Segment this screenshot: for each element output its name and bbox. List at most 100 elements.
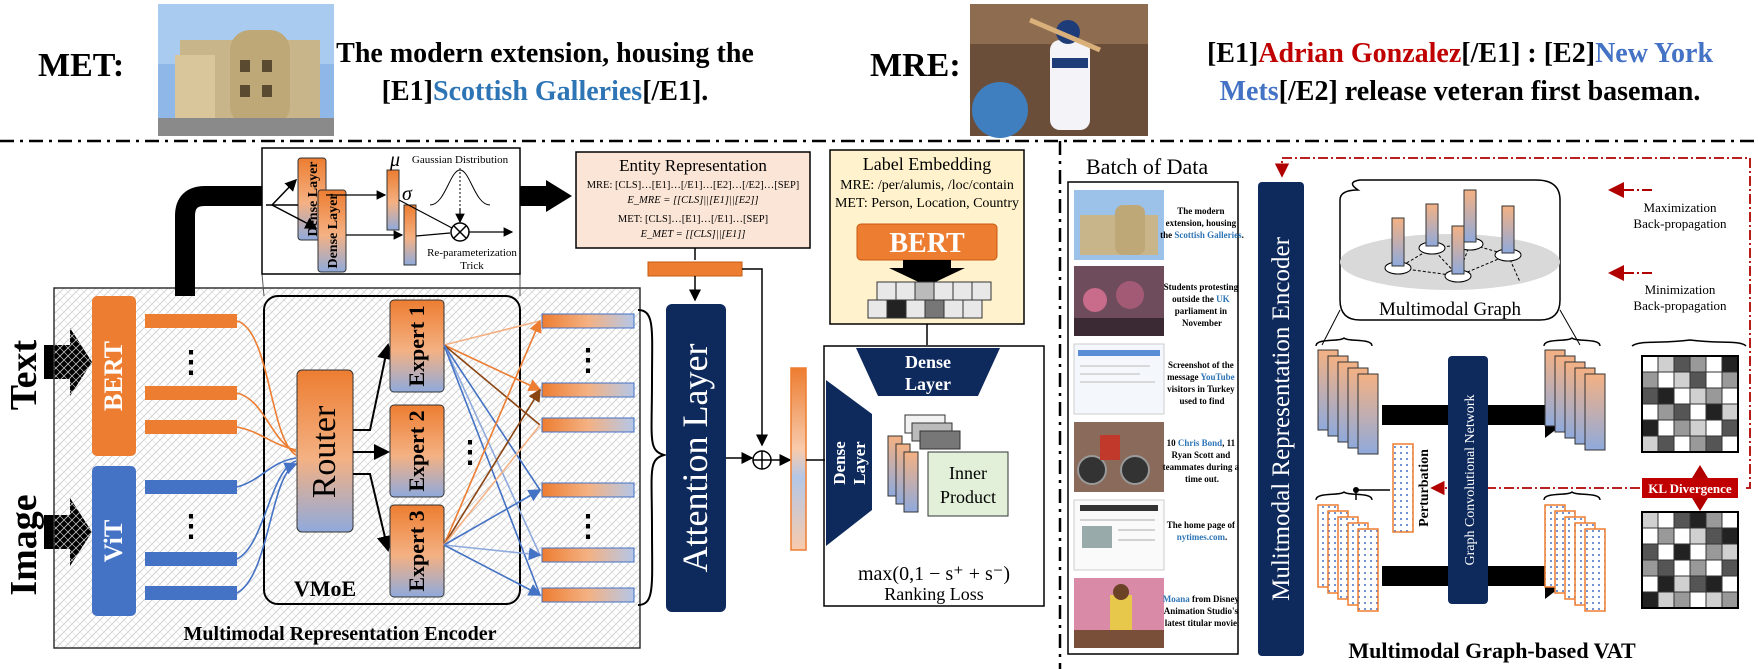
node-features-stack-top — [1315, 336, 1379, 455]
svg-text:Dense Layer: Dense Layer — [326, 193, 341, 268]
mre-sentence-line1: [E1]Adrian Gonzalez[/E1] : [E2]New York — [1207, 38, 1713, 69]
text-token-bars: ⋮ — [145, 314, 237, 434]
label-embedding-box: Label Embedding MRE: /per/alumis, /loc/c… — [829, 149, 1025, 325]
gcn-block — [1448, 356, 1488, 604]
matrix-cell — [1641, 575, 1659, 593]
matrix-cell — [1657, 403, 1675, 421]
bert-encoder-block — [92, 296, 136, 456]
matrix-cell — [1705, 355, 1723, 373]
matrix-cell — [1641, 387, 1659, 405]
svg-text:Multimodal Graph: Multimodal Graph — [1379, 299, 1521, 320]
ranking-loss-box: Dense Layer Dense Layer Inner Product ma… — [823, 345, 1045, 607]
matrix-cell — [1641, 527, 1659, 545]
matrix-cell — [1641, 543, 1659, 561]
matrix-cell — [1689, 355, 1707, 373]
batch-item-6: Moana from Disney Animation Studio's lat… — [1074, 578, 1240, 648]
svg-text:MRE: /per/alumis, /loc/contain: MRE: /per/alumis, /loc/contain — [840, 178, 1014, 193]
expert-output-lines — [443, 319, 542, 596]
kl-divergence-label: KL Divergence — [1648, 481, 1732, 496]
dense-layer-top — [856, 348, 1000, 396]
vit-encoder-block — [92, 466, 136, 616]
dense-layer-b — [317, 189, 347, 273]
met-sentence-line1: The modern extension, housing the — [336, 38, 754, 69]
probability-matrix-bottom — [1641, 511, 1739, 609]
matrix-cell — [1673, 543, 1691, 561]
matrix-cell — [1689, 387, 1707, 405]
svg-text:MET: [CLS]…[E1]…[/E1]…[SEP]: MET: [CLS]…[E1]…[/E1]…[SEP] — [618, 214, 768, 225]
matrix-cell — [1721, 387, 1739, 405]
matrix-cell — [1721, 435, 1739, 453]
expert-3-block: Expert 3 — [389, 504, 445, 598]
svg-text:Minimization: Minimization — [1645, 282, 1716, 297]
mre-example: MRE: [E1]Adrian Gonzalez[/E1] : [E2]New … — [870, 4, 1713, 138]
svg-text:MRE: [CLS]…[E1]…[/E1]…[E2]…[/E: MRE: [CLS]…[E1]…[/E1]…[E2]…[/E2]…[SEP] — [587, 180, 800, 191]
svg-text:E_MET = [[CLS]||[E1]]: E_MET = [[CLS]||[E1]] — [640, 229, 746, 240]
image-token-bars: ⋮ — [145, 480, 237, 600]
batch-item-2: Students protesting outside the UK parli… — [1074, 266, 1241, 336]
image-modality-label: Image — [3, 494, 45, 595]
svg-text:Product: Product — [940, 487, 996, 507]
matrix-cell — [1705, 591, 1723, 609]
svg-text:BERT: BERT — [889, 228, 965, 259]
svg-text:Inner: Inner — [949, 463, 987, 483]
matrix-cell — [1689, 591, 1707, 609]
matrix-cell — [1657, 543, 1675, 561]
svg-text:MET: Person, Location, Country: MET: Person, Location, Country — [835, 196, 1019, 211]
sigma-vector — [403, 204, 417, 266]
svg-text:Perturbation: Perturbation — [1417, 449, 1432, 527]
svg-text:Gaussian Distribution: Gaussian Distribution — [412, 154, 509, 166]
matrix-cell — [1721, 575, 1739, 593]
matrix-cell — [1705, 559, 1723, 577]
multimodal-encoder-caption: Multimodal Representation Encoder — [184, 623, 497, 645]
svg-text:Expert 3: Expert 3 — [404, 510, 429, 591]
vat-caption: Multimodal Graph-based VAT — [1348, 638, 1636, 663]
matrix-cell — [1721, 559, 1739, 577]
matrix-cell — [1689, 543, 1707, 561]
mre-label: MRE: — [870, 47, 961, 84]
svg-text:Expert 1: Expert 1 — [404, 305, 429, 386]
batch-title: Batch of Data — [1086, 154, 1208, 179]
multimodal-encoder-vertical — [1258, 182, 1304, 656]
svg-text:Trick: Trick — [460, 260, 484, 272]
expert-2-block: Expert 2 — [389, 404, 445, 498]
multimodal-encoder-vertical-label: Mulitmodal Representation Encoder — [1268, 236, 1295, 600]
matrix-cell — [1657, 559, 1675, 577]
svg-text:Back-propagation: Back-propagation — [1633, 216, 1727, 231]
matrix-cell — [1689, 575, 1707, 593]
matrix-cell — [1705, 387, 1723, 405]
matrix-cell — [1689, 435, 1707, 453]
fused-tokens-brace — [637, 309, 668, 606]
matrix-cell — [1641, 559, 1659, 577]
matrix-cell — [1641, 435, 1659, 453]
matrix-cell — [1721, 527, 1739, 545]
expert-ellipsis: ⋮ — [455, 436, 485, 469]
matrix-cell — [1657, 419, 1675, 437]
mre-sentence-line2: Mets[/E2] release veteran first baseman. — [1220, 76, 1701, 107]
svg-text:10 Chris Bond, 11 Ryan S: 10 Chris Bond, 11 Ryan Scott and teammat… — [1163, 438, 1242, 484]
svg-text:Students protesting outs: Students protesting outside the UK parli… — [1164, 282, 1241, 328]
matrix-cell — [1641, 591, 1659, 609]
matrix-cell — [1689, 419, 1707, 437]
matrix-frame — [1641, 355, 1739, 453]
svg-text:Dense: Dense — [830, 441, 849, 485]
matrix-cell — [1721, 543, 1739, 561]
perturbation-vector: Perturbation — [1392, 443, 1432, 533]
backprop-legend: Maximization Back-propagation Minimizati… — [1608, 182, 1727, 313]
matrix-cell — [1689, 403, 1707, 421]
svg-text:The modern extension, ho: The modern extension, housing the Scotti… — [1160, 206, 1244, 240]
matrix-cell — [1689, 559, 1707, 577]
batch-item-4: 10 Chris Bond, 11 Ryan Scott and teammat… — [1074, 422, 1242, 492]
batch-item-5: The home page of nytimes.com. — [1073, 499, 1236, 571]
entity-vector — [647, 261, 743, 277]
batch-item-1: The modern extension, housing the Scotti… — [1074, 190, 1244, 260]
matrix-cell — [1657, 575, 1675, 593]
encoder-to-entity-path — [175, 186, 262, 296]
svg-text:Dense: Dense — [905, 352, 951, 372]
label-embedding-grid — [867, 281, 992, 319]
matrix-cell — [1673, 527, 1691, 545]
svg-text:Dense Layer: Dense Layer — [306, 161, 321, 236]
matrix-cell — [1705, 543, 1723, 561]
kl-divergence-badge — [1642, 478, 1738, 498]
matrix-cell — [1673, 559, 1691, 577]
matrix-cell — [1641, 403, 1659, 421]
